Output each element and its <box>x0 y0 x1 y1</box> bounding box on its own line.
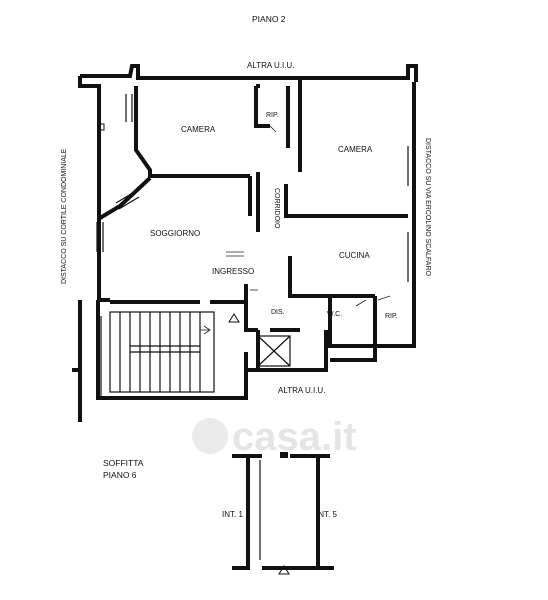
windows <box>96 94 414 398</box>
room-camera-left: CAMERA <box>181 125 216 134</box>
floor-title: PIANO 2 <box>252 14 286 24</box>
attic-unit-right: INT. 5 <box>316 510 337 519</box>
elevator <box>257 335 291 367</box>
room-rip-bottom: RIP. <box>385 313 398 320</box>
room-corridoio: CORRIDOIO <box>273 188 280 229</box>
neighbor-bottom-label: ALTRA U.I.U. <box>278 386 325 395</box>
attic-title-line2: PIANO 6 <box>103 470 137 480</box>
room-wc: W.C. <box>327 311 342 318</box>
staircase <box>109 311 215 393</box>
side-right-label: DISTACCO SU VIA ERCOLINO SCALFARO <box>424 138 431 277</box>
room-soggiorno: SOGGIORNO <box>150 229 200 238</box>
neighbor-top-label: ALTRA U.I.U. <box>247 61 294 70</box>
doors <box>97 123 391 307</box>
attic-unit-left: INT. 1 <box>222 510 243 519</box>
attic-plan <box>232 452 334 570</box>
outer-walls <box>72 64 418 422</box>
attic-title-line1: SOFFITTA <box>103 458 144 468</box>
watermark: casa.it <box>192 415 357 459</box>
entrance-marker <box>228 313 240 323</box>
interior-walls <box>110 80 408 372</box>
room-ingresso: INGRESSO <box>212 267 254 276</box>
room-dis: DIS. <box>271 309 285 316</box>
room-camera-right: CAMERA <box>338 145 373 154</box>
room-rip-top: RIP. <box>266 112 279 119</box>
watermark-text: casa.it <box>232 415 357 459</box>
room-cucina: CUCINA <box>339 251 370 260</box>
side-left-label: DISTACCO SU CORTILE CONDOMINIALE <box>61 148 68 284</box>
